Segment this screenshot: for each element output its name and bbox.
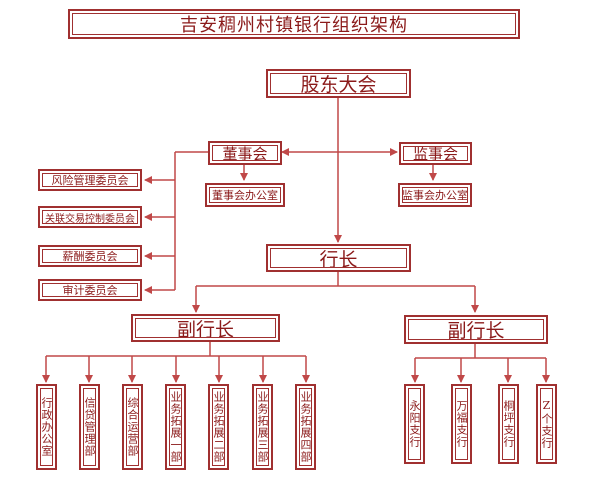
node-board-office: 董事会办公室 <box>205 183 285 207</box>
node-committee-label: 审计委员会 <box>62 284 118 297</box>
node-committee-audit: 审计委员会 <box>38 279 142 301</box>
node-department-credit: 信贷管理部 <box>79 384 100 470</box>
node-board-of-directors: 董事会 <box>208 141 282 165</box>
node-branch-wanfu: 万福支行 <box>451 384 472 464</box>
node-department-business-4: 业务拓展四部 <box>295 384 316 470</box>
node-branch-yongyang: 永阳支行 <box>404 384 425 464</box>
node-board-office-label: 董事会办公室 <box>212 189 278 202</box>
node-branch-label: 永阳支行 <box>408 400 421 448</box>
node-committee-label: 风险管理委员会 <box>51 174 129 187</box>
node-department-business-2: 业务拓展二部 <box>208 384 229 470</box>
node-committee-risk: 风险管理委员会 <box>38 169 142 191</box>
node-committee-label: 关联交易控制委员会 <box>45 213 135 225</box>
node-branch-label: 桐坪支行 <box>502 400 515 448</box>
node-shareholders-meeting-label: 股东大会 <box>300 74 377 96</box>
node-vice-president-left: 副行长 <box>131 314 280 342</box>
node-department-label: 业务拓展一部 <box>169 391 182 463</box>
node-branch-other: Z个支行 <box>536 384 557 464</box>
node-department-operations: 综合运营部 <box>122 384 143 470</box>
page-title-text: 吉安稠州村镇银行组织架构 <box>180 15 408 36</box>
node-supervisory-board: 监事会 <box>399 142 472 165</box>
node-president: 行长 <box>266 244 411 272</box>
node-department-label: 业务拓展三部 <box>256 391 269 463</box>
node-department-business-1: 业务拓展一部 <box>165 384 186 470</box>
node-vice-president-right: 副行长 <box>404 315 548 344</box>
node-vice-president-left-label: 副行长 <box>176 318 234 341</box>
node-department-label: 信贷管理部 <box>83 397 96 457</box>
node-president-label: 行长 <box>319 248 358 271</box>
node-department-admin-office: 行政办公室 <box>36 384 57 470</box>
node-department-label: 业务拓展四部 <box>299 391 312 463</box>
node-branch-label: Z个支行 <box>540 399 553 449</box>
node-department-label: 行政办公室 <box>40 397 53 457</box>
page-title: 吉安稠州村镇银行组织架构 <box>68 9 520 39</box>
node-department-label: 业务拓展二部 <box>212 391 225 463</box>
node-shareholders-meeting: 股东大会 <box>266 69 411 98</box>
node-supervisory-office-label: 监事会办公室 <box>402 189 468 202</box>
node-vice-president-right-label: 副行长 <box>447 320 505 342</box>
node-supervisory-office: 监事会办公室 <box>398 183 472 207</box>
node-board-of-directors-label: 董事会 <box>222 144 268 163</box>
node-committee-compensation: 薪酬委员会 <box>38 245 142 267</box>
node-branch-tongping: 桐坪支行 <box>498 384 519 464</box>
node-branch-label: 万福支行 <box>455 400 468 448</box>
node-committee-related-transactions: 关联交易控制委员会 <box>38 206 142 228</box>
node-department-label: 综合运营部 <box>126 397 139 457</box>
node-supervisory-board-label: 监事会 <box>412 145 458 163</box>
node-department-business-3: 业务拓展三部 <box>252 384 273 470</box>
node-committee-label: 薪酬委员会 <box>62 250 118 263</box>
